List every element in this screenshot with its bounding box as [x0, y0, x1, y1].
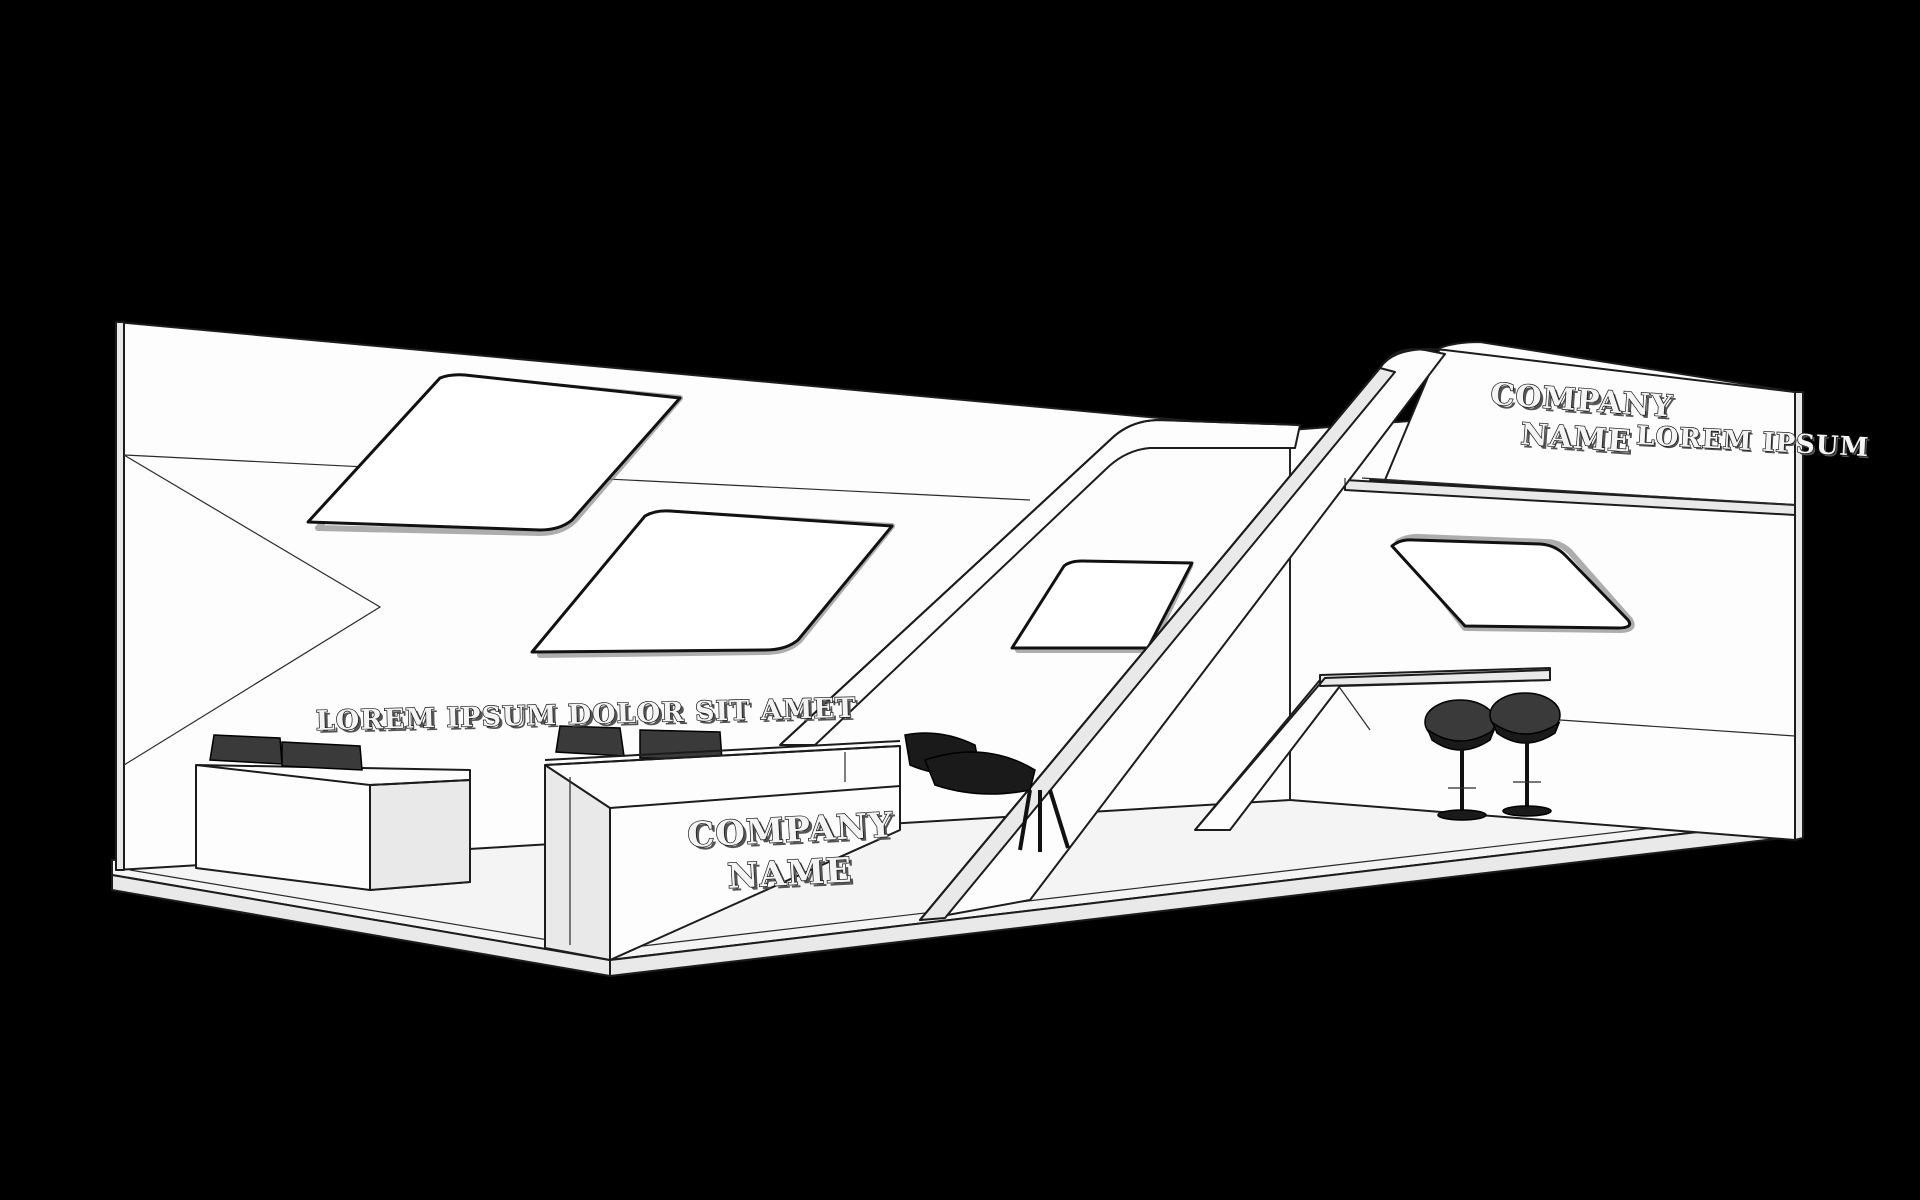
- display-screen-1: [306, 373, 682, 532]
- signage: LOREM IPSUM DOLOR SIT AMET LOREM IPSUM D…: [315, 376, 1872, 899]
- display-screen-2: [530, 509, 894, 654]
- counter-company-name-line2-shadow: NAME: [730, 853, 857, 899]
- sofa-cushion-1: [209, 734, 283, 765]
- display-screen-4: [1390, 538, 1632, 630]
- counter-company-name-line2: NAME: [726, 850, 853, 896]
- header-company-name-line2: NAME: [1519, 417, 1632, 460]
- bar-stool-2: [1489, 692, 1561, 817]
- display-screen-3: [1010, 559, 1194, 650]
- header-arch-structure: [919, 341, 1796, 921]
- lounge-sofa: [195, 734, 471, 891]
- bar-stools: [1424, 692, 1561, 821]
- header-company-name-line2-shadow: NAME: [1522, 420, 1635, 463]
- wall-screen-panels: [306, 373, 1635, 658]
- bar-counter: [1194, 667, 1551, 831]
- sofa-cushion-2: [281, 741, 363, 771]
- diagonal-sweep-frame: [779, 418, 1301, 746]
- reception-counter: [544, 740, 901, 961]
